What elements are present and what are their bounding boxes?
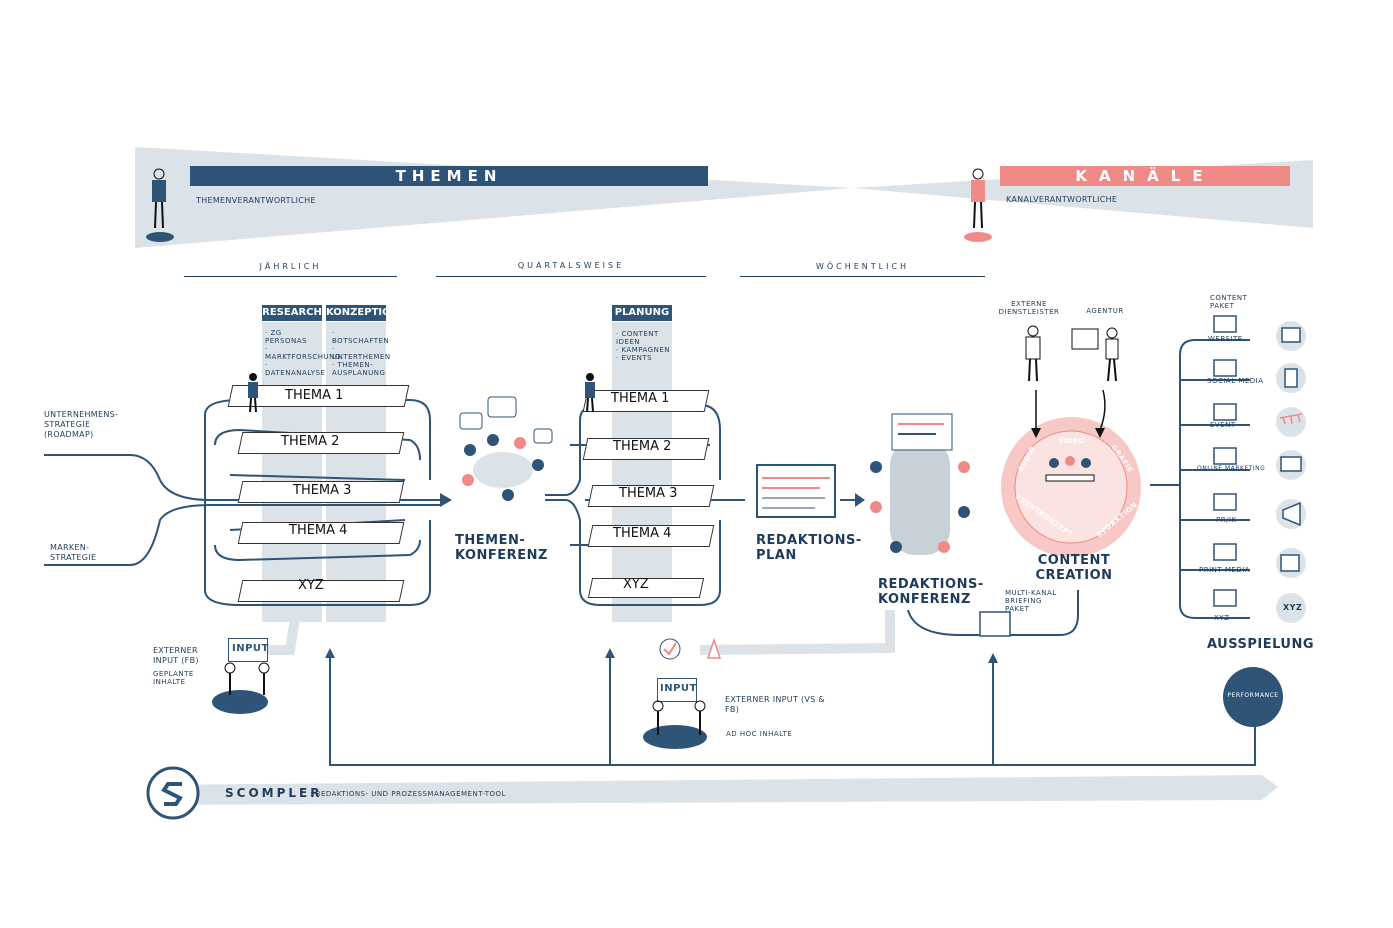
thema-label: XYZ (298, 578, 324, 593)
person-icon (243, 372, 263, 414)
konzeption-tag: KONZEPTION (326, 305, 399, 321)
bracket-woechentlich (740, 276, 985, 277)
kanaele-header-bar: KANÄLE (1000, 166, 1290, 186)
input-sign-1-label: INPUT (232, 643, 269, 654)
creation-team-icon (1040, 455, 1100, 500)
planung-item: · CONTENT IDEEN (616, 330, 659, 346)
research-item: · DATENANALYSE (265, 361, 326, 377)
stage-content-creation: CONTENT CREATION (1035, 553, 1113, 583)
timeline-jaehrlich: JÄHRLICH (259, 262, 322, 271)
person-themen-icon (146, 168, 172, 234)
person-icon (580, 372, 600, 414)
dienstleister-person-icon (1018, 325, 1048, 385)
themenkonferenz-illustration-icon (448, 395, 553, 510)
input-people-1-icon (218, 660, 278, 700)
bracket-jaehrlich (184, 276, 397, 277)
briefing-label: MULTI-KANAL BRIEFING PAKET (1005, 589, 1057, 613)
channel-social-media: SOCIAL MEDIA (1207, 377, 1264, 385)
konzeption-item: · UNTERTHEMEN (332, 345, 391, 361)
konzeption-item: · THEMEN-AUSPLANUNG (332, 361, 386, 377)
checkmark-and-cone-icon (658, 636, 728, 662)
stage-redaktionskonferenz: REDAKTIONS-KONFERENZ (878, 577, 984, 607)
channel-icon-xyz: XYZ (1283, 603, 1303, 612)
channel-online-marketing: ONLINE MARKETING (1197, 465, 1266, 472)
stage-themenkonferenz: THEMEN-KONFERENZ (455, 533, 548, 563)
channel-xyz: XYZ (1214, 614, 1230, 622)
konzeption-item: · BOTSCHAFTEN (332, 329, 390, 345)
channel-boxes-icon (1196, 312, 1256, 612)
konzeption-list: · BOTSCHAFTEN · UNTERTHEMEN · THEMEN-AUS… (332, 329, 391, 377)
label-unternehmensstrategie: UNTERNEHMENS-STRATEGIE (ROADMAP) (44, 410, 119, 439)
research-tag: RESEARCH (262, 305, 322, 321)
external-input-2-sub: AD HOC INHALTE (726, 730, 793, 738)
thema-label: THEMA 3 (619, 486, 678, 501)
input-sign-1 (228, 638, 268, 662)
kanaele-sub-label: KANALVERANTWORTLICHE (1006, 195, 1118, 204)
person-kanaele-icon (965, 168, 991, 234)
scompler-description: : REDAKTIONS- UND PROZESSMANAGEMENT-TOOL (310, 790, 506, 798)
external-input-1-title: EXTERNER INPUT (FB) (153, 646, 199, 665)
ring-video: VIDEO (1058, 437, 1086, 445)
bracket-quartalsweise (436, 276, 706, 277)
stage-ausspielung: AUSSPIELUNG (1207, 637, 1315, 652)
agentur-person-icon (1070, 325, 1130, 385)
timeline-quartalsweise: QUARTALSWEISE (517, 261, 625, 270)
channel-prik: PR/IK (1216, 516, 1237, 524)
planung-tag: PLANUNG (612, 305, 672, 321)
scompler-name: SCOMPLER (225, 786, 323, 800)
channel-event: EVENT (1210, 421, 1236, 429)
thema-label: THEMA 1 (611, 391, 670, 406)
scompler-logo-icon (160, 780, 188, 808)
research-item: · MARKTFORSCHUNG (265, 345, 341, 361)
thema-label: THEMA 1 (285, 388, 344, 403)
channel-print-media: PRINT MEDIA (1199, 566, 1251, 574)
channel-website: WEBSITE (1208, 335, 1243, 343)
performance-gear: PERFORMANCE (1227, 692, 1279, 699)
input-people-2-icon (648, 700, 713, 740)
planung-item: · EVENTS (616, 354, 653, 362)
planung-list: · CONTENT IDEEN · KAMPAGNEN · EVENTS (616, 330, 670, 362)
redaktionskonferenz-illustration-icon (866, 412, 976, 562)
stage-redaktionsplan: REDAKTIONS-PLAN (756, 533, 862, 563)
agentur-label: AGENTUR (1086, 307, 1124, 315)
external-input-1-sub: GEPLANTE INHALTE (153, 670, 194, 686)
thema-label: THEMA 2 (613, 439, 672, 454)
thema-label: THEMA 4 (613, 526, 672, 541)
thema-label: XYZ (623, 577, 649, 592)
research-list: · ZG PERSONAS · MARKTFORSCHUNG · DATENAN… (265, 329, 341, 377)
themen-header-bar: THEMEN (190, 166, 708, 186)
themen-sub-label: THEMENVERANTWORTLICHE (196, 196, 316, 205)
label-markenstrategie: MARKEN-STRATEGIE (50, 543, 97, 562)
external-input-2-title: EXTERNER INPUT (VS & FB) (725, 695, 825, 714)
planung-item: · KAMPAGNEN (616, 346, 671, 354)
timeline-woechentlich: WÖCHENTLICH (815, 262, 910, 271)
research-item: · ZG PERSONAS (265, 329, 307, 345)
thema-label: THEMA 4 (289, 523, 348, 538)
input-sign-2-label: INPUT (660, 683, 697, 694)
externe-dienstleister-label: EXTERNE DIENSTLEISTER (998, 300, 1060, 316)
thema-label: THEMA 3 (293, 483, 352, 498)
input-sign-2 (657, 678, 697, 702)
channel-content-paket: CONTENT PAKET (1210, 294, 1248, 310)
thema-label: THEMA 2 (281, 434, 340, 449)
